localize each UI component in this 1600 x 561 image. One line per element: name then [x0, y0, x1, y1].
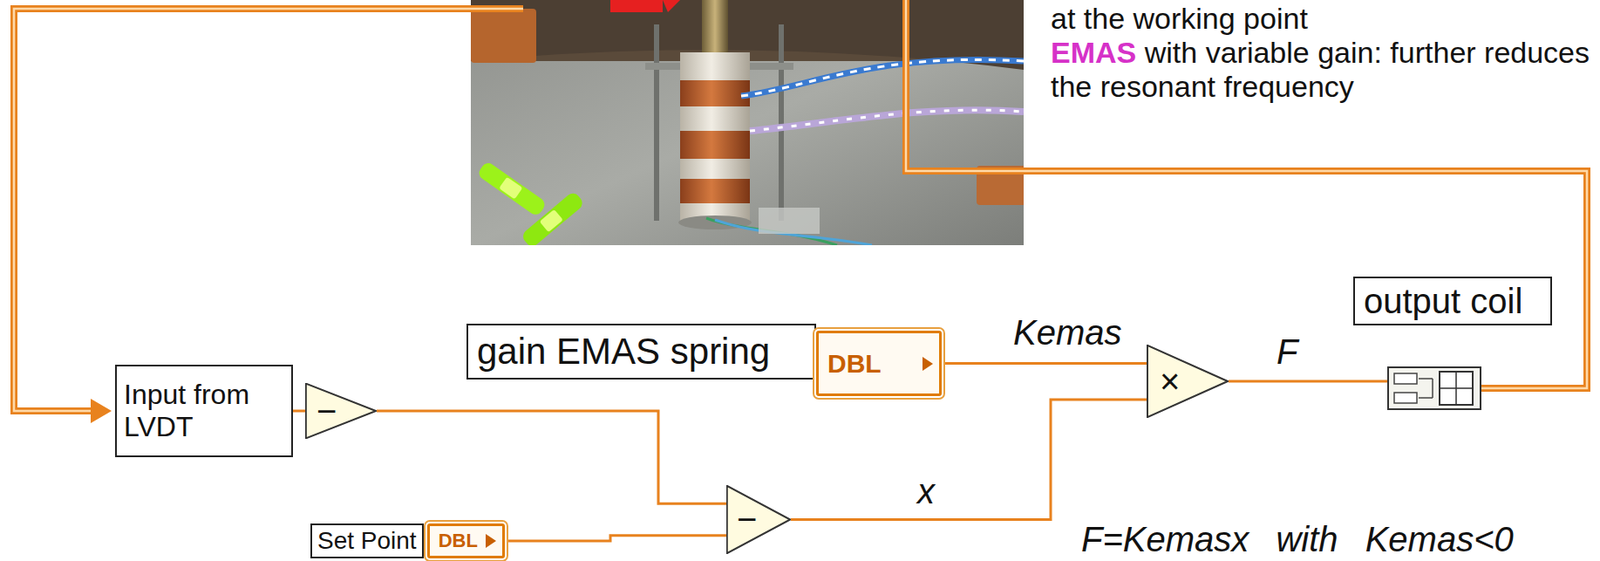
wire-label: Kemas: [1011, 312, 1124, 353]
slide-note-block: EMASwith variable gain: further reduces …: [1050, 35, 1592, 104]
emas-highlight: EMAS: [1050, 35, 1137, 69]
signal-wire: [292, 409, 306, 413]
signal-wire: [790, 399, 1147, 520]
icon-grid-lines: [1439, 371, 1473, 405]
gain-formula: F=Kemasx with Kemas<0: [1081, 518, 1514, 559]
subtract-function: −: [726, 484, 791, 554]
icon-input: [1394, 392, 1417, 403]
lvdt-input-label: Input from LVDT: [115, 364, 293, 457]
terminal-arrow-head: [922, 356, 933, 371]
setup-photo: [470, 0, 1024, 246]
setpoint-label: Set Point: [310, 523, 424, 559]
icon-grid: [1439, 371, 1473, 405]
negate-function: −: [305, 382, 377, 439]
triangle-outline: [727, 485, 791, 553]
terminal-arrow: [484, 532, 498, 549]
terminal-arrow: [921, 355, 934, 372]
wire-label: x: [915, 470, 937, 511]
slide-note: at the working point: [1050, 1, 1308, 36]
terminal-arrow-head: [485, 533, 497, 548]
wire-label: F: [1274, 331, 1300, 372]
triangle-outline: [306, 383, 376, 439]
node-text: Input from LVDT: [123, 378, 285, 443]
signal-wire: [376, 410, 727, 504]
function-triangle: [1146, 344, 1229, 418]
function-triangle: [726, 484, 791, 554]
multiply-function: ×: [1146, 344, 1229, 418]
icon-arrow: [1418, 378, 1433, 398]
node-text: DBL: [827, 348, 882, 379]
gain-control-label: gain EMAS spring: [466, 323, 817, 380]
icon-input: [1394, 373, 1417, 384]
node-text: gain EMAS spring: [476, 330, 770, 373]
node-text: output coil: [1363, 281, 1523, 320]
signal-wire: [1228, 380, 1388, 383]
signal-wire: [941, 361, 1147, 365]
node-text: ×: [1159, 361, 1180, 402]
output-coil-node: output coil: [1387, 276, 1482, 410]
node-text: Set Point: [317, 526, 417, 555]
dbl-terminal: DBL: [427, 523, 505, 559]
node-text: −: [736, 499, 757, 539]
node-text: −: [316, 391, 337, 431]
icon-frame: [1388, 367, 1481, 409]
triangle-outline: [1147, 345, 1228, 417]
function-triangle: [305, 382, 377, 439]
dbl-terminal: DBL: [816, 330, 942, 396]
output-coil-label: output coil: [1353, 276, 1553, 326]
build-array-icon: [1387, 366, 1482, 410]
node-text: DBL: [438, 529, 478, 552]
signal-wire: [504, 535, 727, 541]
